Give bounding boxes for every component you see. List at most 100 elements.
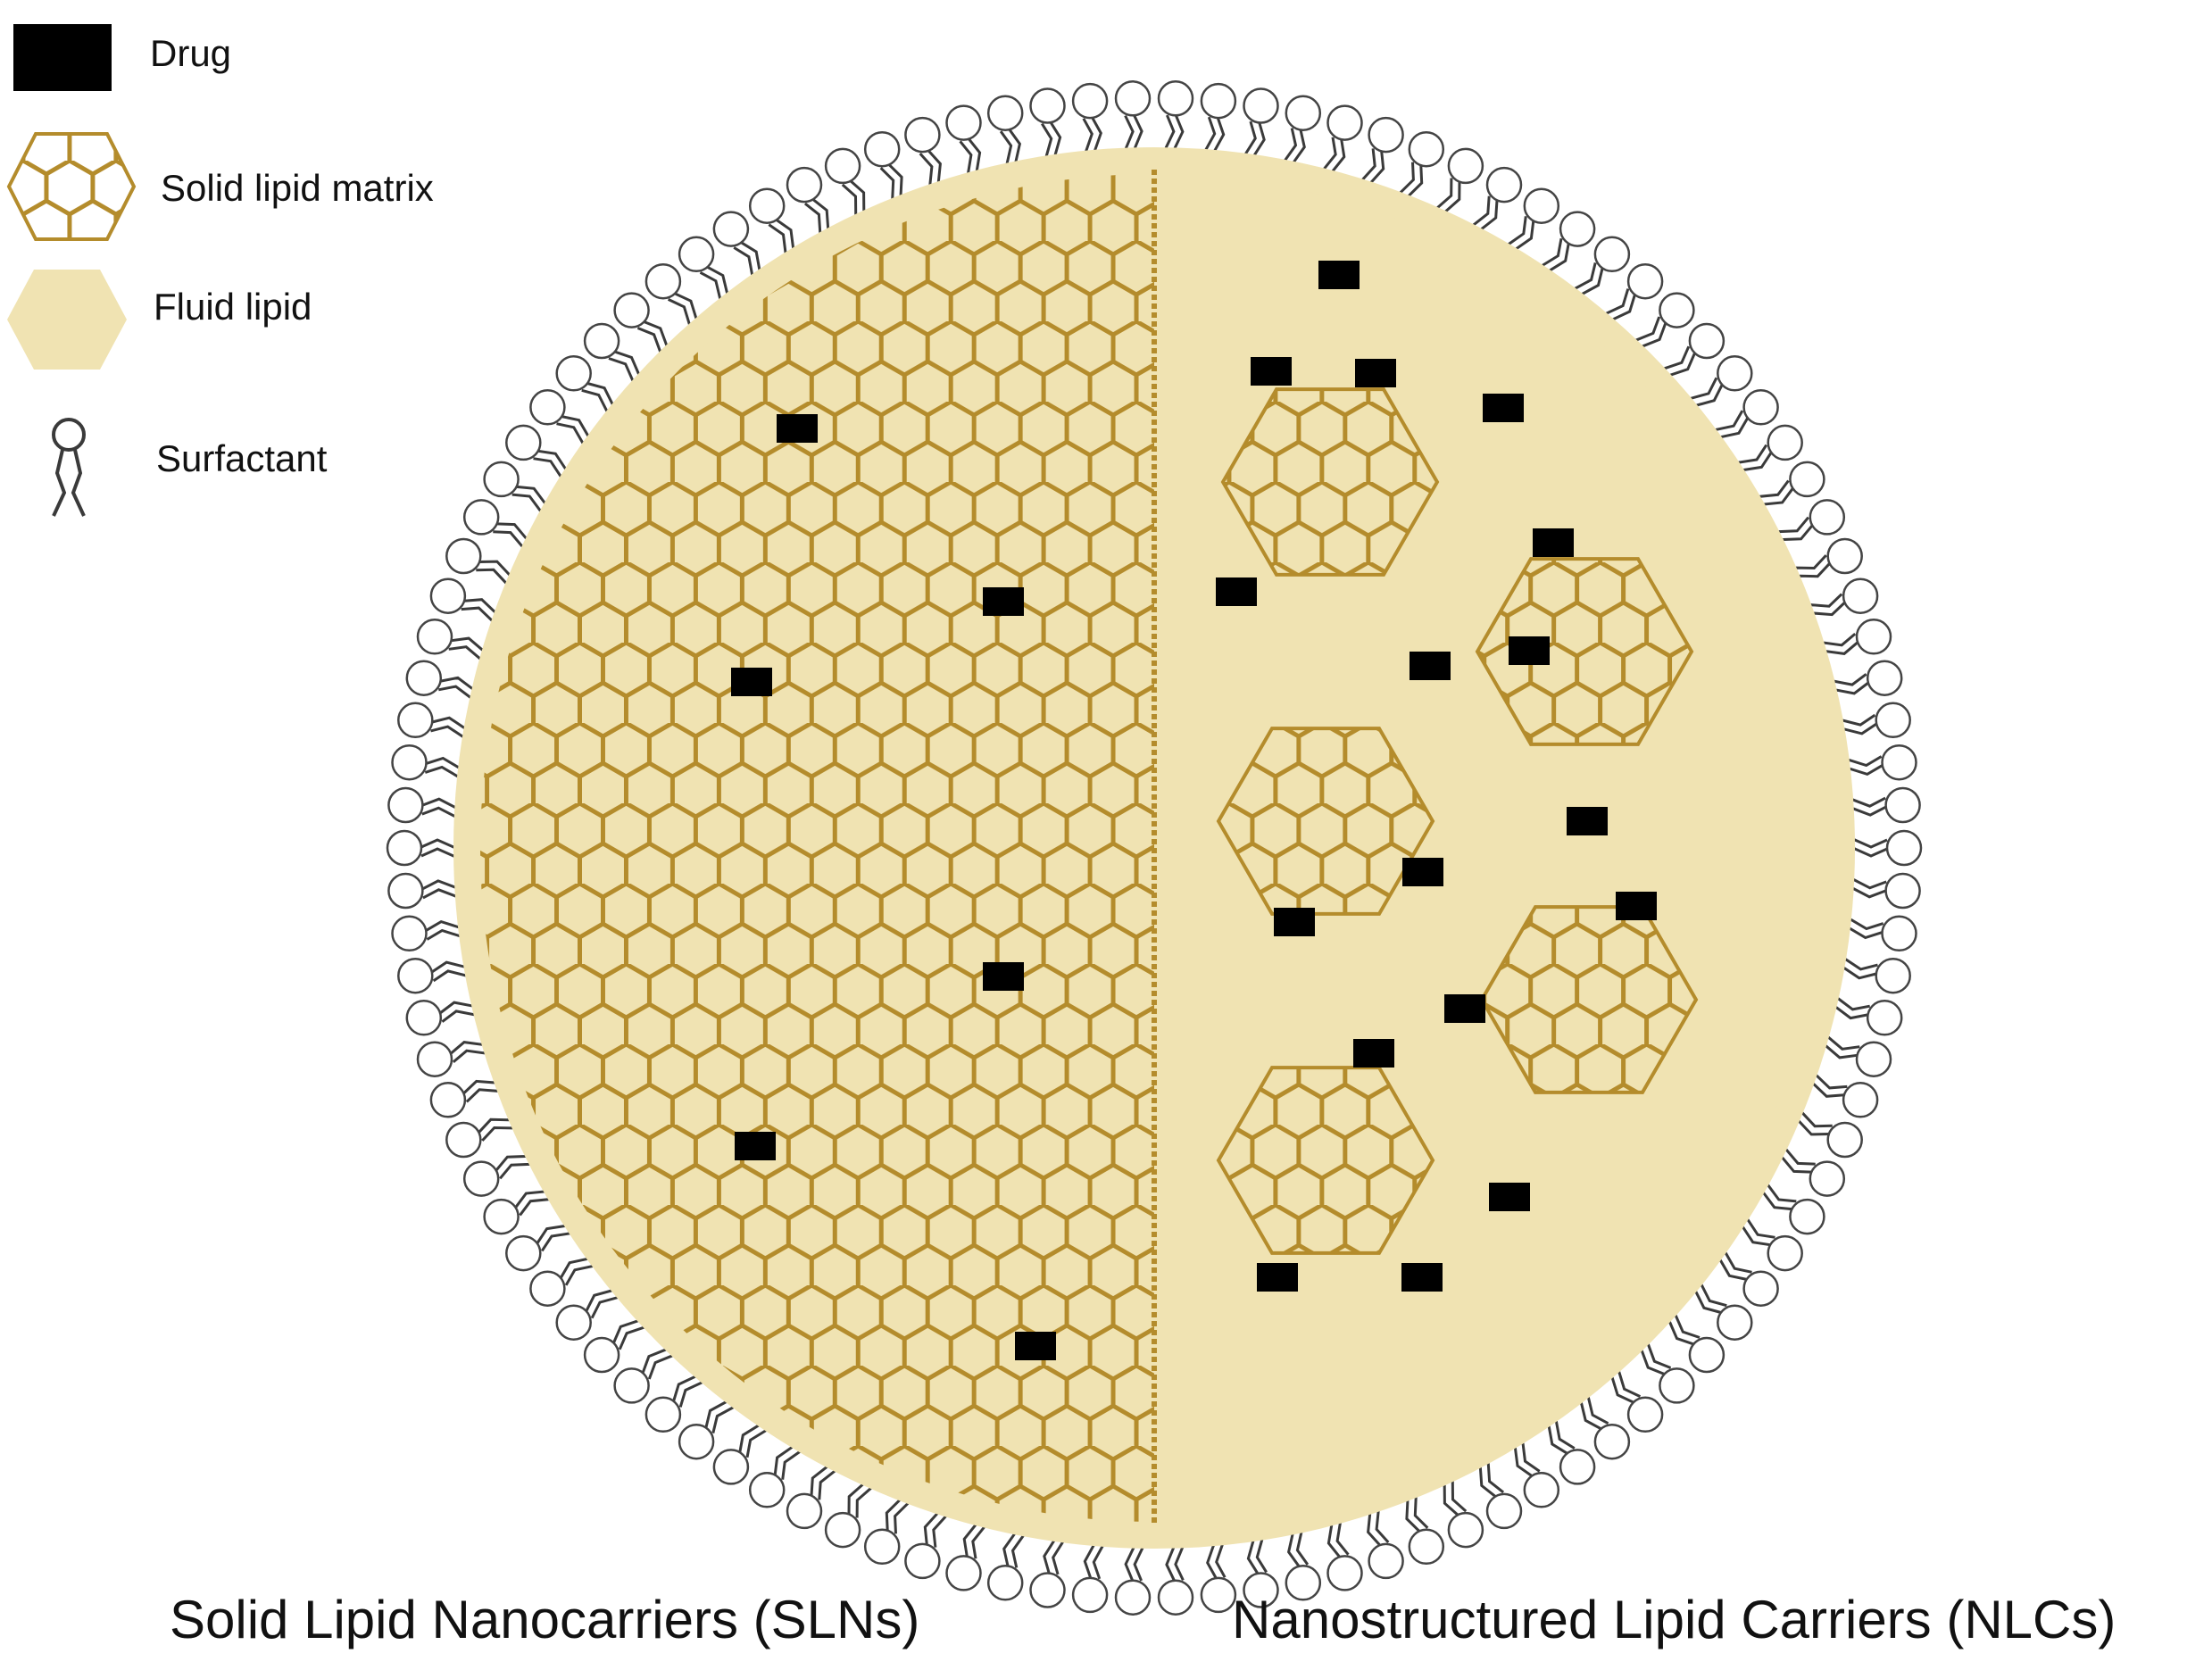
surfactant-head xyxy=(1875,957,1911,994)
surfactant-head xyxy=(1881,915,1917,952)
nlc-solid-lipid-island xyxy=(1479,905,1699,1094)
surfactant-head xyxy=(1809,1160,1846,1197)
surfactant-head xyxy=(1855,1041,1892,1077)
surfactant-head xyxy=(555,355,592,392)
drug-molecule xyxy=(1410,652,1451,680)
drug-molecule xyxy=(777,414,818,443)
surfactant-head xyxy=(1659,1367,1695,1404)
surfactant-head xyxy=(1842,577,1879,614)
caption-sln: Solid Lipid Nanocarriers (SLNs) xyxy=(170,1590,920,1649)
nlc-solid-lipid-island xyxy=(1216,727,1435,916)
nlc-solid-lipid-island xyxy=(1216,1066,1435,1255)
surfactant-head xyxy=(505,1234,542,1272)
drug-molecule xyxy=(1567,807,1608,835)
drug-molecule xyxy=(1444,994,1485,1023)
drug-molecule xyxy=(731,668,772,696)
surfactant-head xyxy=(1368,1542,1404,1580)
surfactant-head xyxy=(748,1472,786,1508)
drug-molecule xyxy=(1616,892,1657,920)
surfactant-head xyxy=(1200,82,1237,120)
surfactant-head xyxy=(555,1304,592,1341)
surfactant-head xyxy=(1200,1576,1237,1614)
nlc-solid-lipid-island xyxy=(1220,387,1440,577)
surfactant-head xyxy=(1626,1396,1664,1433)
drug-molecule xyxy=(1318,261,1360,289)
drug-molecules xyxy=(731,261,1657,1360)
drug-molecule xyxy=(1355,359,1396,387)
legend xyxy=(6,24,137,517)
surfactant-head xyxy=(1789,461,1825,498)
surfactant-head xyxy=(529,389,566,426)
surfactant-head xyxy=(1809,499,1846,536)
legend-label-fluid-lipid: Fluid lipid xyxy=(154,286,312,328)
particle-core xyxy=(453,147,1855,1549)
surfactant-head xyxy=(1688,1336,1726,1374)
surfactant-head xyxy=(1408,130,1445,168)
surfactant-head xyxy=(1447,1511,1484,1549)
nlc-solid-lipid-islands xyxy=(1216,387,1699,1255)
surfactant-head xyxy=(1875,702,1911,739)
surfactant-head xyxy=(462,1160,500,1197)
surfactant-head xyxy=(1593,1423,1631,1460)
surfactant-head xyxy=(429,1082,467,1118)
surfactant-head xyxy=(1717,1304,1753,1341)
surfactant-head xyxy=(583,1336,620,1374)
surfactant-head xyxy=(462,499,500,536)
surfactant-head xyxy=(1157,1579,1194,1616)
surfactant-head xyxy=(678,236,715,273)
surfactant-shell xyxy=(386,80,1923,1616)
drug-molecule xyxy=(1274,908,1315,936)
surfactant-head xyxy=(1884,872,1921,910)
legend-label-drug: Drug xyxy=(150,32,232,74)
surfactant-molecule-icon xyxy=(52,418,86,517)
surfactant-head xyxy=(405,1000,443,1036)
surfactant-head xyxy=(1881,744,1917,781)
surfactant-head xyxy=(1114,80,1152,117)
surfactant-head xyxy=(1029,87,1066,124)
surfactant-head xyxy=(824,1511,861,1549)
surfactant-head xyxy=(786,1492,823,1530)
surfactant-head xyxy=(386,829,423,867)
surfactant-head xyxy=(445,1121,482,1159)
surfactant-head xyxy=(1884,786,1921,824)
surfactant-head xyxy=(748,187,786,224)
surfactant-head xyxy=(1789,1198,1825,1235)
surfactant-head xyxy=(1767,1234,1803,1272)
surfactant-head xyxy=(445,537,482,575)
surfactant-head xyxy=(391,915,428,952)
surfactant-head xyxy=(1285,95,1322,131)
surfactant-head xyxy=(1368,116,1404,154)
surfactant-head xyxy=(1285,1565,1322,1601)
drug-molecule xyxy=(1401,1263,1443,1292)
surfactant-head xyxy=(1842,1082,1879,1118)
nlc-solid-lipid-island xyxy=(1475,557,1694,746)
surfactant-head xyxy=(1559,1449,1596,1485)
caption-nlc: Nanostructured Lipid Carriers (NLCs) xyxy=(1232,1590,2116,1649)
surfactant-head xyxy=(1717,355,1753,392)
surfactant-head xyxy=(1826,537,1863,575)
drug-square-icon xyxy=(13,24,112,91)
surfactant-head xyxy=(1593,236,1631,273)
surfactant-head xyxy=(1447,147,1484,185)
surfactant-head xyxy=(1523,187,1560,224)
drug-molecule xyxy=(1509,636,1550,665)
drug-molecule xyxy=(1489,1183,1530,1211)
drug-molecule xyxy=(983,962,1024,991)
surfactant-head xyxy=(416,1041,453,1077)
drug-molecule xyxy=(1216,577,1257,606)
surfactant-head xyxy=(986,95,1024,131)
surfactant-head xyxy=(863,130,901,168)
surfactant-head xyxy=(644,262,682,300)
drug-molecule xyxy=(1402,858,1443,886)
surfactant-head xyxy=(1243,87,1279,124)
surfactant-head xyxy=(483,461,520,498)
surfactant-head xyxy=(1659,292,1695,328)
solid-lipid-hexagon-icon xyxy=(6,132,137,241)
drug-molecule xyxy=(1353,1039,1394,1068)
drug-molecule xyxy=(1483,394,1524,422)
surfactant-head xyxy=(613,1367,650,1404)
surfactant-head xyxy=(405,660,443,696)
surfactant-head xyxy=(1523,1472,1560,1508)
surfactant-head xyxy=(1408,1528,1445,1566)
